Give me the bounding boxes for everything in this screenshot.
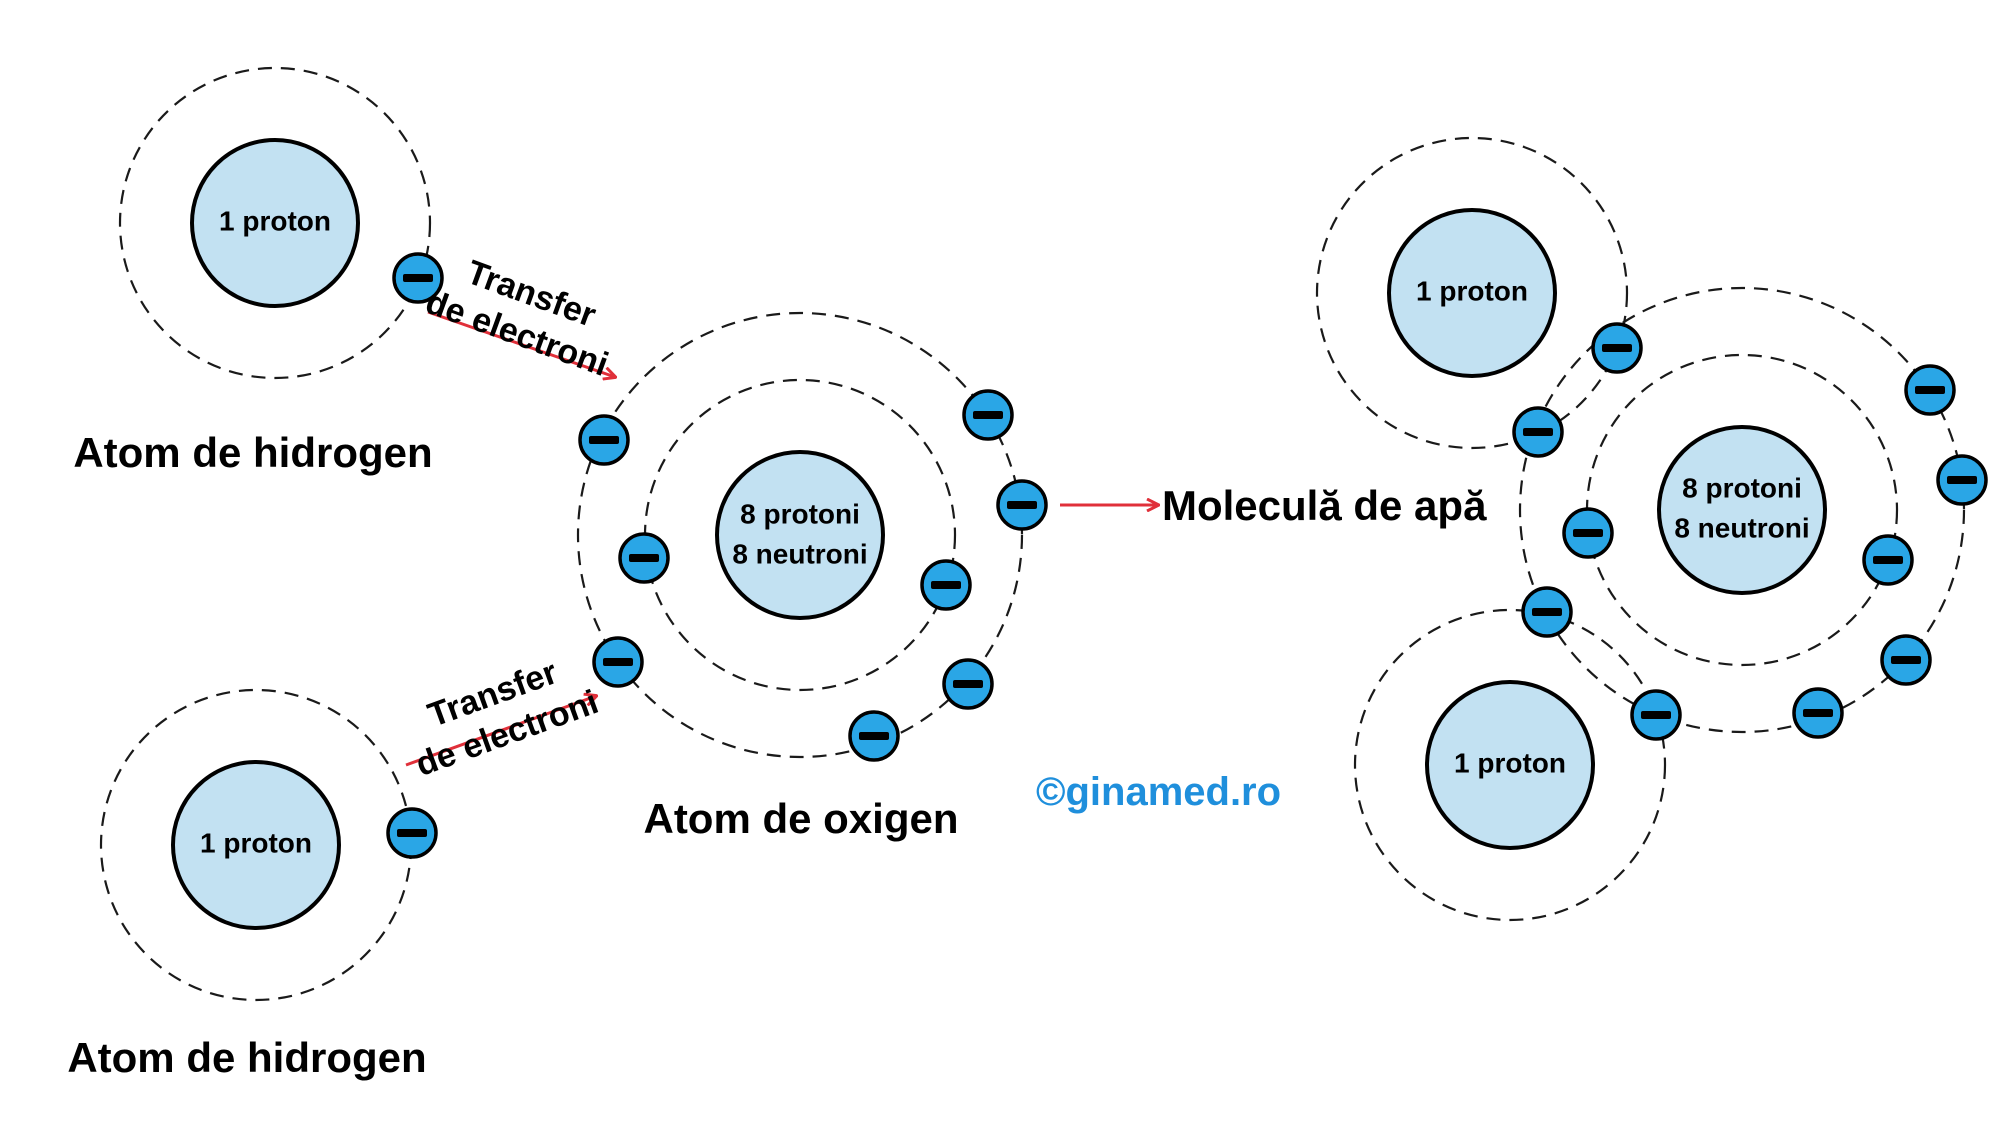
transfer-label-top: Transfer de electroni — [421, 253, 613, 384]
oxygen-nucleus-label-protons: 8 protoni — [740, 498, 860, 529]
water-h-top-nucleus — [1387, 208, 1557, 378]
water-h-top-orbit — [1315, 136, 1629, 450]
water-molecule-title: Moleculă de apă — [1162, 482, 1487, 529]
oxygen-title: Atom de oxigen — [643, 795, 958, 842]
transfer-arrow-bottom — [405, 696, 596, 767]
minus-sign-icon — [1947, 476, 1977, 484]
transfer-arrow-top — [427, 310, 615, 377]
water-o-nucleus — [1657, 425, 1827, 595]
water-o-nucleus-label-protons: 8 protoni — [1682, 472, 1802, 503]
minus-sign-icon — [397, 829, 427, 837]
hydrogen-bottom-nucleus-label: 1 proton — [200, 827, 312, 858]
minus-sign-icon — [973, 411, 1003, 419]
oxygen-nucleus — [715, 450, 885, 620]
minus-sign-icon — [603, 658, 633, 666]
minus-sign-icon — [1803, 709, 1833, 717]
minus-sign-icon — [931, 581, 961, 589]
hydrogen-top-title: Atom de hidrogen — [73, 429, 432, 476]
water-h-top-nucleus-label: 1 proton — [1416, 275, 1528, 306]
oxygen-outer-orbit — [576, 311, 1024, 759]
hydrogen-bottom-nucleus — [171, 760, 341, 930]
water-h-bottom-nucleus-label: 1 proton — [1454, 747, 1566, 778]
hydrogen-top-orbit — [118, 66, 432, 380]
nuclei — [171, 138, 1827, 930]
minus-sign-icon — [1873, 556, 1903, 564]
minus-sign-icon — [1532, 608, 1562, 616]
minus-sign-icon — [589, 436, 619, 444]
minus-sign-icon — [403, 274, 433, 282]
water-o-nucleus-label-neutrons: 8 neutroni — [1674, 512, 1809, 543]
electrons — [386, 252, 1988, 859]
water-h-bottom-nucleus — [1425, 680, 1595, 850]
minus-sign-icon — [629, 554, 659, 562]
minus-sign-icon — [953, 680, 983, 688]
minus-sign-icon — [1523, 428, 1553, 436]
water-o-outer-orbit — [1518, 286, 1966, 734]
minus-sign-icon — [859, 732, 889, 740]
minus-sign-icon — [1007, 501, 1037, 509]
transfer-label-bottom: Transfer de electroni — [411, 653, 603, 784]
transfer-arrows — [405, 310, 1158, 767]
minus-sign-icon — [1915, 386, 1945, 394]
minus-sign-icon — [1891, 656, 1921, 664]
hydrogen-bottom-title: Atom de hidrogen — [67, 1034, 426, 1081]
minus-sign-icon — [1641, 711, 1671, 719]
oxygen-nucleus-label-neutrons: 8 neutroni — [732, 538, 867, 569]
hydrogen-top-nucleus — [190, 138, 360, 308]
copyright-credit: ©ginamed.ro — [1036, 770, 1281, 814]
minus-sign-icon — [1602, 344, 1632, 352]
hydrogen-top-nucleus-label: 1 proton — [219, 205, 331, 236]
minus-sign-icon — [1573, 529, 1603, 537]
nucleus-labels: 1 proton 1 proton 8 protoni 8 neutroni 1… — [200, 205, 1810, 858]
water-h-bottom-orbit — [1353, 608, 1667, 922]
